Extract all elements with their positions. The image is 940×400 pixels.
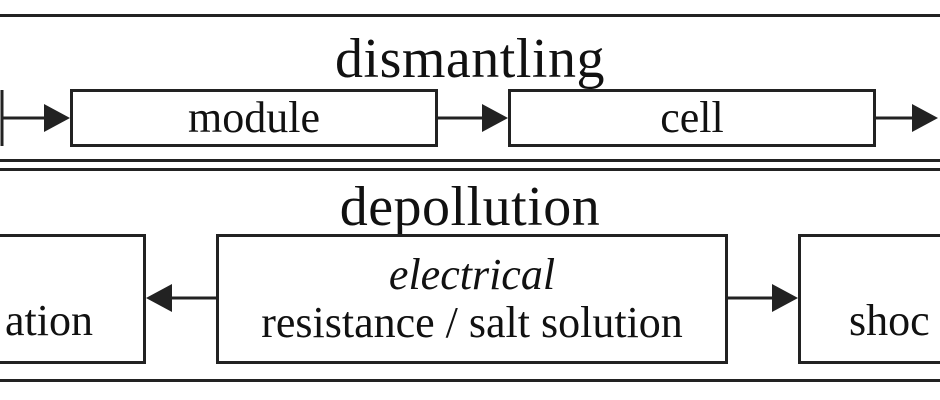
module-node: module — [70, 89, 438, 147]
right-process-node: shoc — [798, 234, 940, 364]
dismantling-title: dismantling — [335, 28, 605, 90]
cell-node: cell — [508, 89, 876, 147]
depollution-title: depollution — [339, 176, 601, 238]
right-process-label: shoc — [849, 296, 930, 345]
left-process-label: ation — [5, 296, 93, 345]
resistance-salt-solution-label: resistance / salt solution — [261, 298, 683, 347]
left-process-node: ation — [0, 234, 146, 364]
module-label: module — [188, 93, 320, 142]
electrical-process-node: electrical resistance / salt solution — [216, 234, 728, 364]
electrical-label: electrical — [388, 250, 556, 299]
cell-label: cell — [660, 93, 724, 142]
